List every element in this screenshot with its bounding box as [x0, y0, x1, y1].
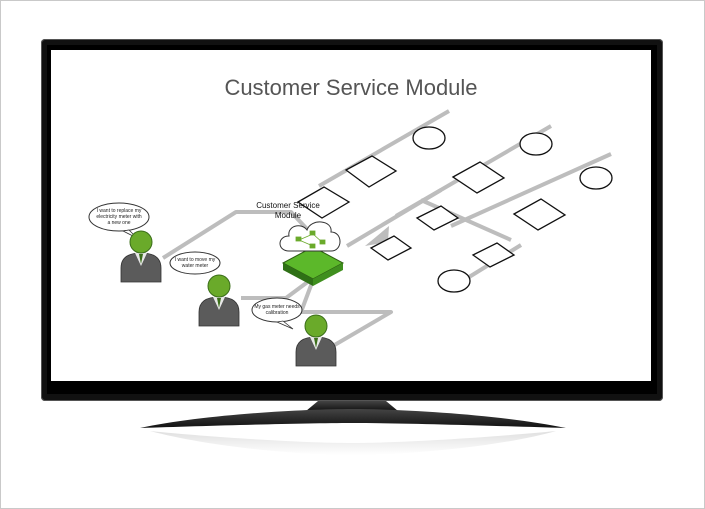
monitor-stand-icon	[140, 401, 566, 455]
flow-line-top	[318, 109, 450, 188]
decision-diamond	[415, 205, 460, 231]
green-platform-icon	[281, 246, 345, 286]
monitor-icon: Customer Service Module	[41, 39, 663, 401]
diagram-title: Customer Service Module	[224, 75, 478, 100]
process-rectangle	[344, 155, 398, 188]
bubble-1-line-2: electricity meter with	[96, 214, 142, 220]
process-rectangle	[296, 186, 351, 219]
process-diagram: Customer Service Module I want to replac…	[88, 109, 613, 367]
terminal-circle	[579, 166, 613, 190]
terminal-circle	[437, 269, 471, 293]
monitor-screen: Customer Service Module	[51, 50, 651, 381]
customer-person-icon	[295, 314, 337, 367]
customer-person-icon	[120, 230, 162, 283]
flow-line-right	[450, 152, 612, 228]
speech-bubble-3: My gas meter needs calibration	[251, 297, 303, 330]
customer-person-icon	[198, 274, 240, 327]
process-rectangle	[451, 161, 506, 194]
bubble-3-line-1: My gas meter needs	[254, 304, 300, 310]
speech-bubble-2: I want to move my water meter	[169, 251, 221, 275]
bubble-2-line-2: water meter	[182, 263, 209, 269]
bubble-1-line-3: a new one	[107, 220, 130, 226]
flow-line-diag	[420, 198, 512, 242]
decision-diamond	[369, 235, 413, 261]
arrow-icon	[365, 226, 389, 246]
connector-line-3	[299, 279, 393, 352]
module-label-line1: Customer Service	[256, 201, 320, 210]
terminal-circle	[519, 132, 553, 156]
bubble-1-line-1: I want to replace my	[97, 208, 142, 214]
decision-diamond	[471, 242, 516, 268]
bubble-3-line-2: calibration	[266, 310, 289, 316]
process-rectangle	[512, 198, 567, 231]
module-label-line2: Module	[275, 211, 302, 220]
cloud-icon	[279, 221, 341, 252]
terminal-circle	[412, 126, 446, 150]
bubble-2-line-1: I want to move my	[175, 257, 216, 263]
